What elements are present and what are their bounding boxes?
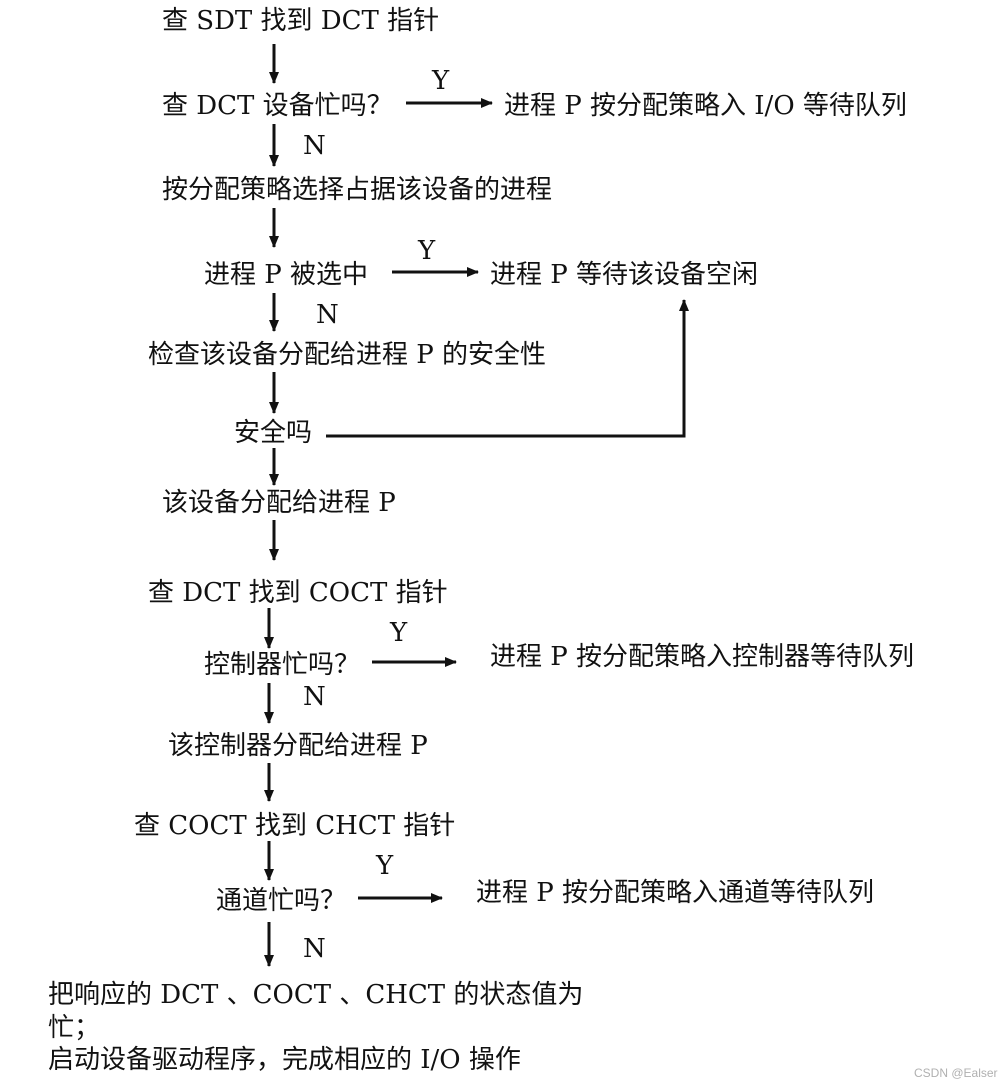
step-find-dct-pointer: 查 SDT 找到 DCT 指针 (162, 6, 440, 36)
step-final-line-3: 启动设备驱动程序，完成相应的 I/O 操作 (48, 1045, 521, 1075)
outcome-channel-wait-queue: 进程 P 按分配策略入通道等待队列 (476, 878, 875, 908)
step-final-line-2: 忙； (48, 1013, 101, 1043)
label-yes-device-busy: Y (432, 66, 450, 96)
step-final-line-1: 把响应的 DCT 、COCT 、CHCT 的状态值为 (48, 980, 584, 1010)
step-allocate-device: 该设备分配给进程 P (162, 488, 396, 518)
watermark: CSDN @Ealser (914, 1066, 998, 1080)
outcome-controller-wait-queue: 进程 P 按分配策略入控制器等待队列 (490, 642, 915, 672)
step-controller-busy-question: 控制器忙吗？ (204, 650, 361, 680)
step-process-selected: 进程 P 被选中 (204, 260, 369, 290)
outcome-io-wait-queue: 进程 P 按分配策略入 I/O 等待队列 (504, 91, 907, 121)
label-no-controller-busy: N (303, 682, 326, 712)
step-find-chct-pointer: 查 COCT 找到 CHCT 指针 (134, 811, 456, 841)
label-no-device-busy: N (303, 131, 326, 161)
step-check-safety: 检查该设备分配给进程 P 的安全性 (148, 340, 547, 370)
step-select-occupying-process: 按分配策略选择占据该设备的进程 (162, 175, 553, 205)
step-device-busy-question: 查 DCT 设备忙吗？ (162, 91, 393, 121)
outcome-wait-device-free: 进程 P 等待该设备空闲 (490, 260, 759, 290)
arrow-unsafe-s6-o2 (326, 299, 689, 438)
step-channel-busy-question: 通道忙吗？ (216, 886, 347, 916)
label-yes-controller-busy: Y (390, 618, 408, 648)
label-yes-channel-busy: Y (376, 851, 394, 881)
step-safe-question: 安全吗 (234, 418, 313, 448)
label-no-channel-busy: N (303, 934, 326, 964)
step-allocate-controller: 该控制器分配给进程 P (168, 731, 428, 761)
label-no-process-selected: N (316, 300, 339, 330)
step-find-coct-pointer: 查 DCT 找到 COCT 指针 (148, 578, 448, 608)
label-yes-process-selected: Y (418, 236, 436, 266)
